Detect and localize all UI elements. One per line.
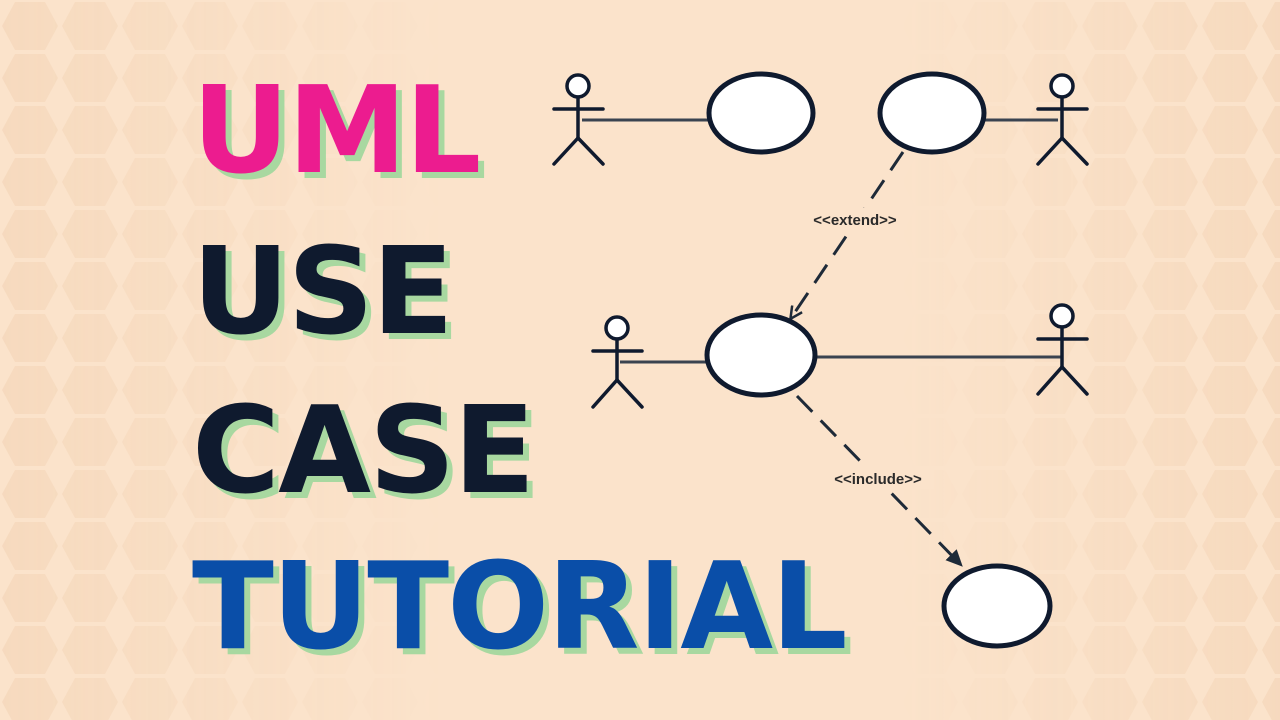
include-label-background bbox=[822, 467, 934, 489]
actor-icon bbox=[552, 73, 605, 166]
use-cases bbox=[704, 71, 1053, 649]
use-case-ellipse bbox=[706, 71, 816, 155]
include-label: <<include>> bbox=[834, 471, 922, 488]
extend-relationship-line bbox=[791, 151, 905, 318]
title-uml: UML bbox=[192, 62, 481, 201]
use-case-ellipse bbox=[877, 71, 987, 155]
title-use: USE bbox=[192, 223, 454, 362]
actor-icon bbox=[1036, 73, 1089, 166]
use-case-ellipse bbox=[704, 312, 818, 398]
extend-label: <<extend>> bbox=[813, 212, 897, 229]
title-case: CASE bbox=[192, 382, 535, 521]
actor-icon bbox=[591, 315, 644, 409]
association-lines bbox=[582, 118, 1062, 364]
use-case-ellipse bbox=[941, 563, 1053, 649]
title-tutorial: TUTORIAL bbox=[192, 538, 848, 677]
extend-label-background bbox=[803, 208, 907, 230]
actor-icon bbox=[1036, 303, 1089, 396]
